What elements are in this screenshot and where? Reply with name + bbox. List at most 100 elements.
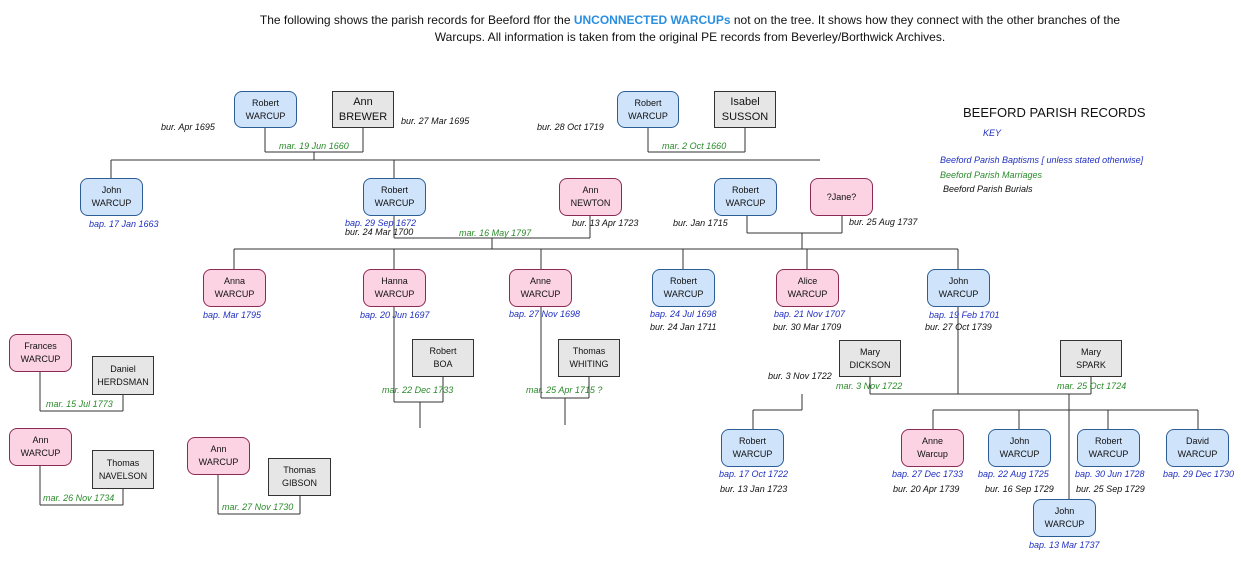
intro-before: The following shows the parish records f…	[259, 13, 574, 27]
marriage-label: mar. 15 Jul 1773	[46, 399, 113, 409]
person-surname: WARCUP	[374, 198, 415, 208]
person-first-name: Robert	[634, 97, 662, 108]
burial-label: bur. Apr 1695	[161, 122, 215, 132]
person-first-name: Ann	[210, 444, 227, 454]
intro-highlight: UNCONNECTED WARCUPs	[573, 13, 731, 27]
person-surname: Warcup	[917, 449, 948, 459]
person-first-name: Daniel	[110, 363, 136, 374]
burial-label: bur. 20 Apr 1739	[893, 484, 960, 494]
marriage-label: mar. 19 Jun 1660	[279, 141, 349, 151]
person-surname: SUSSON	[721, 110, 769, 123]
person-surname: DICKSON	[849, 359, 891, 370]
marriage-label: mar. 25 Oct 1724	[1057, 381, 1127, 391]
person-surname: WARCUP	[999, 449, 1040, 459]
person-first-name: John	[1054, 506, 1075, 516]
person-first-name: Mary	[860, 346, 880, 357]
person-first-name: Ann	[32, 435, 49, 445]
marriage-label: mar. 26 Nov 1734	[43, 493, 115, 503]
person-surname: WARCUP	[1044, 519, 1085, 529]
marriage-label: mar. 3 Nov 1722	[836, 381, 903, 391]
person-first-name: John	[101, 185, 122, 195]
person-surname: HERDSMAN	[97, 376, 149, 387]
person-first-name: John	[948, 276, 969, 286]
burial-label: bur. 27 Mar 1695	[401, 116, 470, 126]
person-first-name: Robert	[731, 185, 759, 195]
person-surname: NAVELSON	[98, 470, 148, 481]
marriage-label: mar. 2 Oct 1660	[662, 141, 727, 151]
baptism-label: bap. 29 Sep 1672	[345, 218, 417, 228]
person-first-name: Robert	[1094, 436, 1122, 446]
person-first-name: ?Jane?	[826, 191, 857, 202]
person-jane: ?Jane?	[810, 178, 873, 216]
marriage-label: mar. 25 Apr 1715 ?	[526, 385, 603, 395]
person-first-name: Hanna	[381, 276, 408, 286]
person-first-name: Alice	[797, 276, 818, 286]
burial-label: bur. Jan 1715	[673, 218, 728, 228]
baptism-label: bap. 27 Dec 1733	[892, 469, 964, 479]
person-surname: WARCUP	[1088, 449, 1129, 459]
burial-label: bur. 25 Sep 1729	[1076, 484, 1145, 494]
person-first-name: John	[1009, 436, 1030, 446]
baptism-label: bap. 17 Oct 1722	[719, 469, 789, 479]
person-surname: WARCUP	[725, 198, 766, 208]
burial-label: bur. 30 Mar 1709	[773, 322, 842, 332]
person-surname: WARCUP	[732, 449, 773, 459]
person-surname: WHITING	[569, 359, 609, 369]
burial-label: bur. 27 Oct 1739	[925, 322, 992, 332]
key-baptisms: Beeford Parish Baptisms [ unless stated …	[940, 155, 1144, 165]
person-surname: WARCUP	[663, 289, 704, 299]
person-first-name: Frances	[24, 341, 57, 351]
person-surname: WARCUP	[245, 110, 286, 121]
person-first-name: Robert	[251, 97, 279, 108]
person-surname: SPARK	[1076, 359, 1106, 370]
person-first-name: Robert	[380, 185, 408, 195]
person-first-name: Ann	[582, 185, 599, 195]
person-first-name: Robert	[429, 346, 457, 356]
person-first-name: Thomas	[283, 465, 316, 475]
person-surname: NEWTON	[570, 198, 611, 208]
person-first-name: David	[1185, 436, 1209, 446]
burial-label: bur. 25 Aug 1737	[849, 217, 918, 227]
intro-text: The following shows the parish records f…	[240, 12, 1140, 46]
person-surname: WARCUP	[91, 198, 132, 208]
baptism-label: bap. 24 Jul 1698	[650, 309, 717, 319]
person-surname: BREWER	[338, 110, 388, 123]
burial-label: bur. 13 Jan 1723	[720, 484, 788, 494]
marriage-label: mar. 22 Dec 1733	[382, 385, 454, 395]
baptism-label: bap. 30 Jun 1728	[1075, 469, 1145, 479]
person-surname: WARCUP	[520, 289, 561, 299]
baptism-label: bap. 27 Nov 1698	[509, 309, 581, 319]
baptism-label: bap. 19 Feb 1701	[929, 310, 1000, 320]
person-first-name: Robert	[669, 276, 697, 286]
key-marriages: Beeford Parish Marriages	[940, 170, 1043, 180]
key-burials: Beeford Parish Burials	[943, 184, 1033, 194]
person-surname: WARCUP	[938, 289, 979, 299]
person-surname: WARCUP	[198, 457, 239, 467]
person-surname: WARCUP	[1177, 449, 1218, 459]
burial-label: bur. 24 Mar 1700	[345, 227, 414, 237]
